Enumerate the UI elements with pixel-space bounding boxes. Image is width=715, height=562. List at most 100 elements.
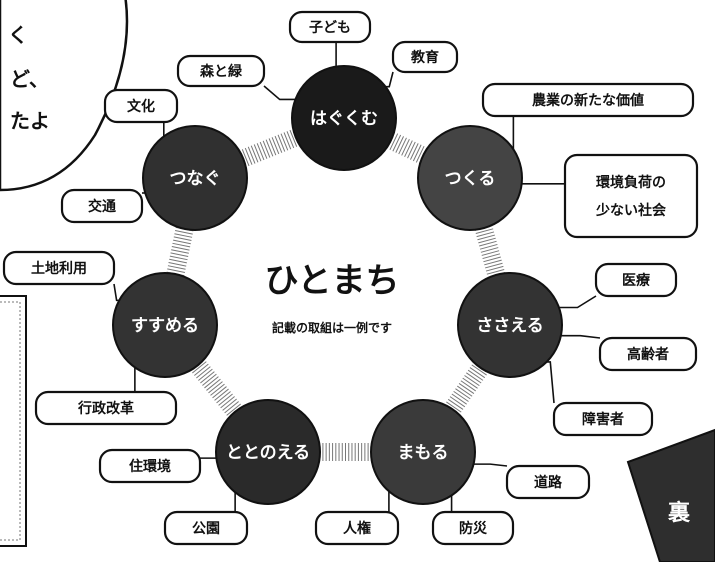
node-circle <box>457 272 563 378</box>
tag-label-line: 環境負荷の <box>596 174 666 191</box>
connector-hatch <box>471 364 487 376</box>
connector-hatch <box>478 237 496 244</box>
bubble-text-1: く <box>8 23 28 47</box>
connector-hatch <box>174 230 193 235</box>
node-label: ささえる <box>476 316 544 336</box>
node-susumeru: すすめる <box>112 272 218 378</box>
tag-label: 農業の新たな価値 <box>532 92 644 109</box>
node-circle <box>370 399 476 505</box>
connector-hatch <box>415 145 425 163</box>
tag-box <box>288 10 372 44</box>
connector-hatch <box>194 363 209 376</box>
node-hagukumu: はぐくむ <box>291 65 397 171</box>
connector-hatch <box>479 240 497 247</box>
connector-hatch <box>481 250 500 256</box>
connector-hatch <box>172 242 191 248</box>
connector-hatch <box>483 256 501 263</box>
connector-hatch <box>486 268 505 275</box>
tag-label: 文化 <box>127 98 155 115</box>
connector-hatch <box>289 129 298 147</box>
connector-hatch <box>467 369 484 381</box>
connector-hatch <box>198 368 213 381</box>
connector-hatch <box>173 236 192 242</box>
tag-label: 交通 <box>88 198 116 215</box>
node-circle <box>215 399 321 505</box>
tag-douro: 道路 <box>505 464 591 500</box>
connector-hatch <box>271 137 280 155</box>
tag-box <box>314 510 400 546</box>
connector-hatch <box>174 233 193 238</box>
connector-hatch <box>484 259 502 266</box>
connector-hatch <box>469 367 486 379</box>
leader-line-tochi-riyou <box>113 283 120 302</box>
connector-hatch <box>241 149 250 167</box>
connector-hatch <box>482 253 501 260</box>
tag-box <box>505 464 591 500</box>
connector-hatch <box>259 141 268 159</box>
connector-hatch <box>480 247 499 253</box>
connector-hatch <box>202 373 217 386</box>
connector-hatch <box>455 388 471 400</box>
connector-hatch <box>200 371 215 384</box>
node-totonoeru: ととのえる <box>215 399 321 505</box>
connector-hatch <box>449 396 466 408</box>
connector-hatch <box>262 140 271 158</box>
connector-hatch <box>404 140 413 158</box>
connector-hatch <box>458 383 475 394</box>
connector-hatch <box>218 393 233 406</box>
tag-bunka: 文化 <box>103 88 179 124</box>
tag-label: 教育 <box>411 49 439 66</box>
tag-koureisha: 高齢者 <box>598 336 698 372</box>
connector-hatch <box>169 255 188 261</box>
connector-hatch <box>485 265 504 272</box>
tag-nougyou: 農業の新たな価値 <box>481 82 695 118</box>
connector-hatch <box>283 132 292 150</box>
connector-hatch <box>224 401 239 414</box>
tag-box <box>431 510 515 546</box>
node-circle <box>417 125 523 231</box>
tag-bousai: 防災 <box>431 510 515 546</box>
connector-hatch <box>192 361 207 374</box>
connector-hatch <box>410 143 419 160</box>
center-subtitle: 記載の取組は一例です <box>272 320 392 335</box>
leader-line-douro <box>473 463 508 467</box>
connector-hatch <box>169 258 187 264</box>
node-tsukuru: つくる <box>417 125 523 231</box>
connector-hatch <box>210 383 225 396</box>
node-mamoru: まもる <box>370 399 476 505</box>
speech-bubble: く ど、 たよ <box>0 0 129 192</box>
tag-box <box>103 88 179 124</box>
tag-label: 人権 <box>343 520 371 537</box>
connector-hatch <box>250 145 259 163</box>
connector-hatch <box>446 401 462 413</box>
leader-line-group <box>113 42 601 512</box>
node-circle <box>291 65 397 171</box>
tag-box <box>34 390 178 426</box>
connector-hatch <box>196 366 211 379</box>
leader-line-shougaisha <box>546 361 555 404</box>
connector-hatch <box>256 143 265 161</box>
connector-hatch <box>268 138 277 156</box>
node-label: ととのえる <box>226 443 310 463</box>
leader-line-mori-to-midori <box>263 85 296 101</box>
connector-hatch <box>485 262 503 269</box>
connector-hatch <box>220 396 235 409</box>
tag-mori-to-midori: 森と緑 <box>176 54 266 88</box>
tag-box <box>391 40 459 74</box>
tag-box <box>563 153 699 239</box>
tag-label: 公園 <box>192 521 220 537</box>
tag-box <box>60 188 144 224</box>
tag-jyuukankyou: 住環境 <box>98 448 202 484</box>
tag-koutsuu: 交通 <box>60 188 144 224</box>
tag-iryou: 医療 <box>594 262 678 298</box>
connector-hatch <box>216 391 231 404</box>
node-circle <box>112 272 218 378</box>
connector-hatch <box>451 393 467 405</box>
node-circle <box>142 125 248 231</box>
connector-hatch <box>389 133 399 151</box>
connector-hatch <box>277 134 286 152</box>
tag-gyousei-kaikaku: 行政改革 <box>34 390 178 426</box>
tag-box <box>481 82 695 118</box>
connector-hatch <box>462 377 478 389</box>
